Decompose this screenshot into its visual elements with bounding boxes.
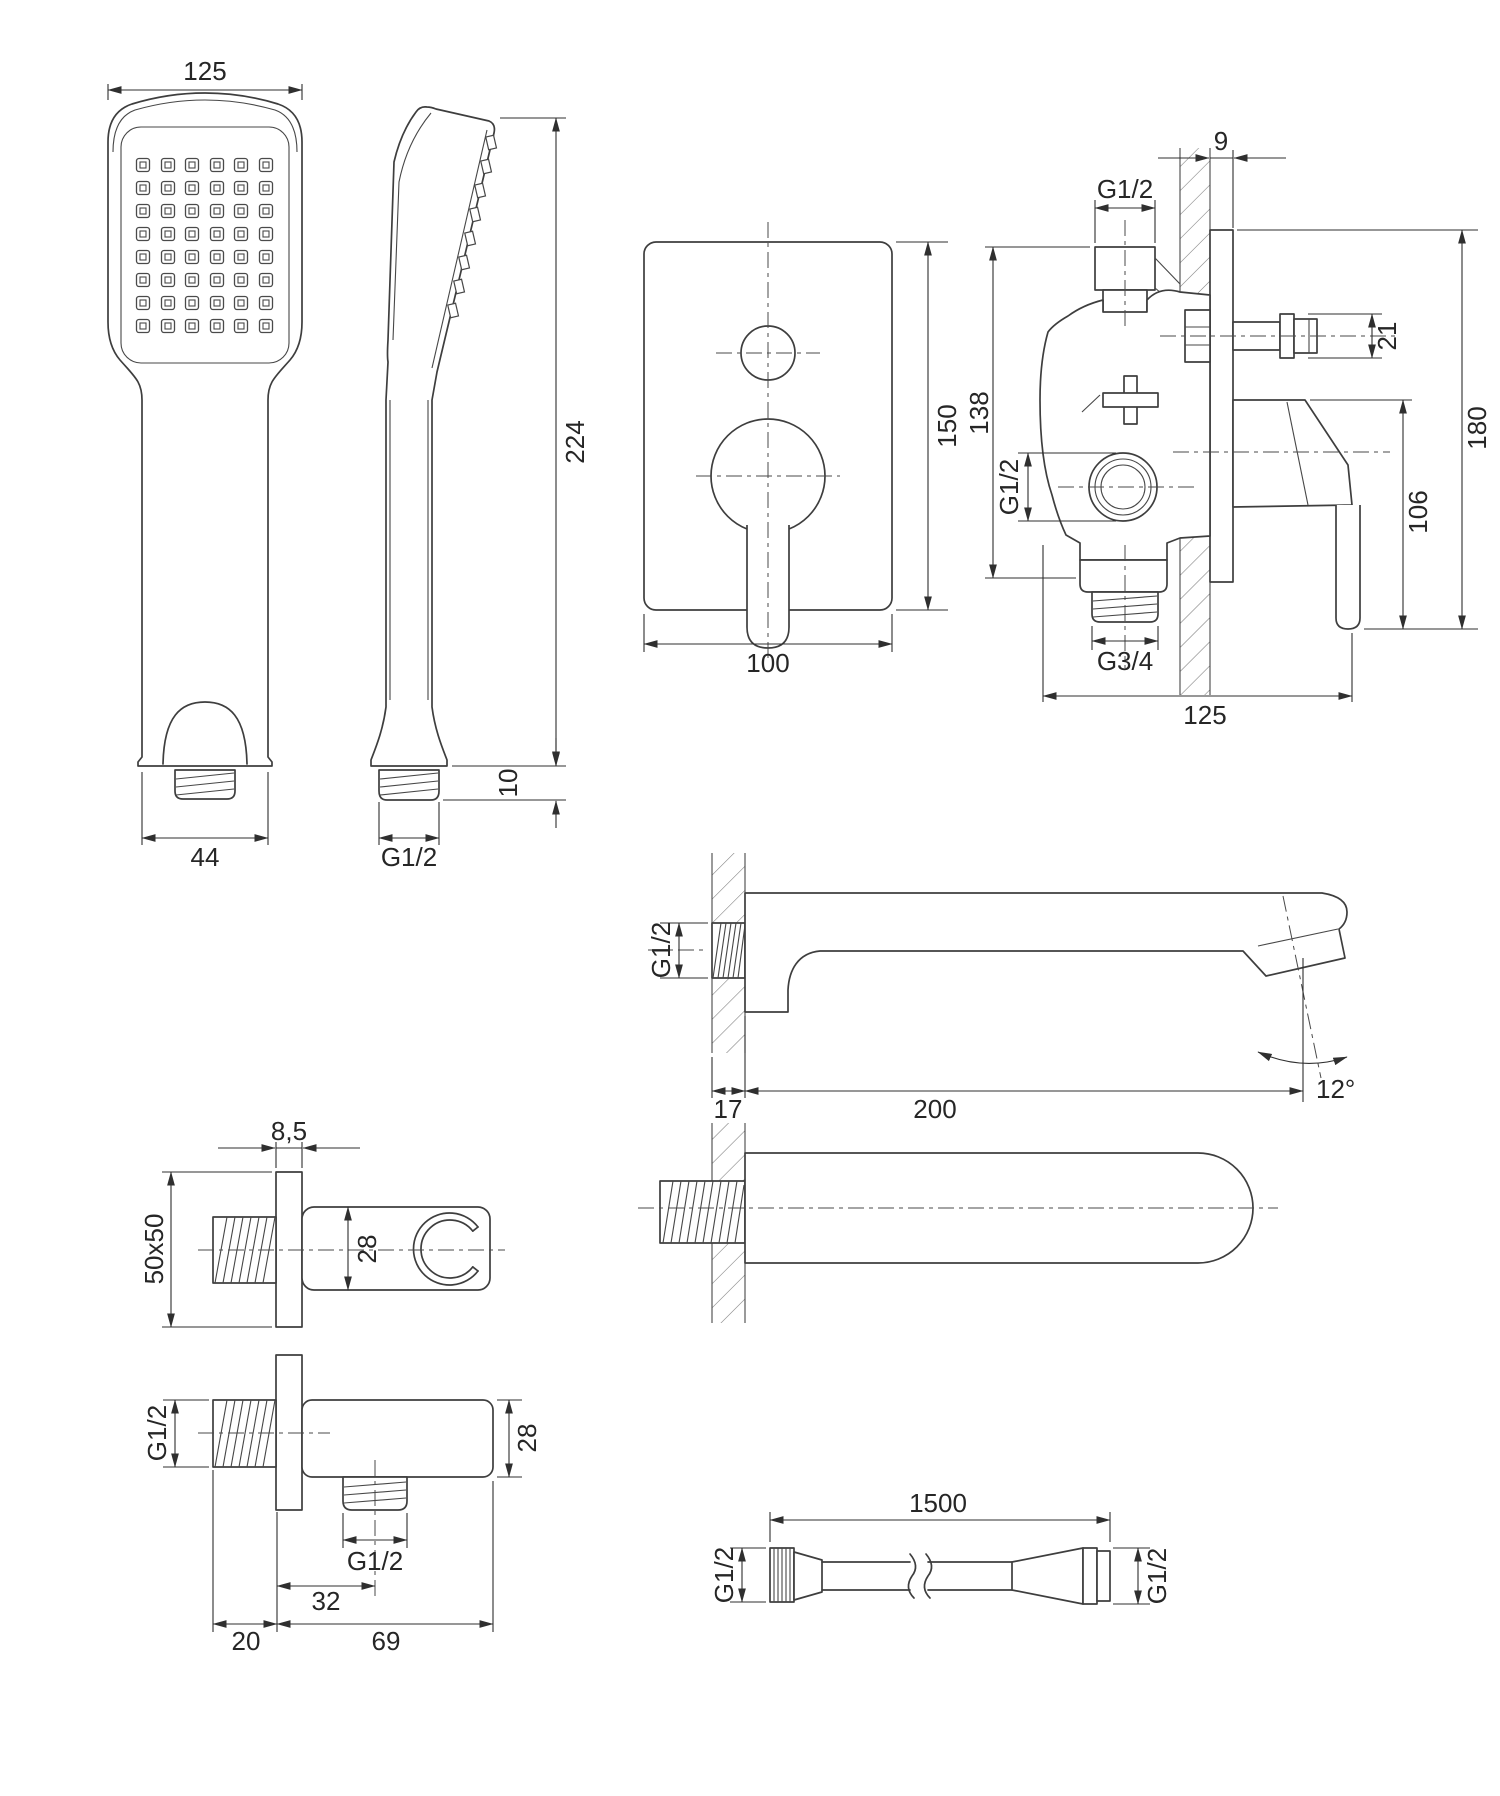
dim-spout-length: 200	[913, 1094, 956, 1124]
dim-body-height: 138	[964, 391, 994, 434]
hand-shower-side-outline	[370, 106, 496, 767]
mixer-front-view: 150 100	[643, 222, 962, 678]
dim-pin-diameter: 21	[1372, 322, 1402, 351]
spout-top-thread-hatch	[662, 1180, 745, 1244]
limit-stop-cross	[1081, 375, 1159, 425]
dim-elbow-body-length: 69	[372, 1626, 401, 1656]
thread-hatch	[175, 772, 235, 796]
dim-port-thread: G1/2	[994, 459, 1024, 515]
holder-body	[301, 1206, 491, 1291]
dim-elbow-height: 28	[512, 1424, 542, 1453]
hose-nut-knurl	[773, 1548, 791, 1602]
hose-tube	[821, 1553, 1013, 1599]
dim-inlet-thread: G1/2	[1097, 174, 1153, 204]
dim-plate-width: 100	[746, 648, 789, 678]
dim-hose-thread-right: G1/2	[1142, 1548, 1172, 1604]
thread-hatch-side	[379, 772, 439, 796]
outlet-axis	[1282, 895, 1322, 1079]
mixer-side-view: 9 G1/2 138 21 G1/2 G3/4 106 180 125	[964, 126, 1492, 730]
dim-outlet-thread: G3/4	[1097, 646, 1153, 676]
dim-total-height-mixer: 180	[1462, 406, 1492, 449]
spout-side-view: 12° G1/2 17 200	[646, 853, 1355, 1124]
dim-depth: 125	[1183, 700, 1226, 730]
side-nozzle-bumps	[447, 134, 498, 319]
hose-cone-right	[1011, 1547, 1084, 1605]
dim-outlet-angle: 12°	[1316, 1074, 1355, 1104]
hand-shower-head-outline	[107, 92, 303, 767]
hand-shower-side-view: G1/2 224 10	[370, 106, 590, 872]
dim-hose-length: 1500	[909, 1488, 967, 1518]
spray-face-panel	[120, 126, 290, 364]
elbow-body	[301, 1399, 494, 1478]
aerator-top-edge	[1257, 928, 1339, 947]
mixer-lever-side	[1335, 505, 1361, 630]
dim-spout-thread: G1/2	[646, 922, 676, 978]
escutcheon-plate-side	[1209, 229, 1234, 583]
dim-elbow-thread-length: 20	[232, 1626, 261, 1656]
dim-wall-thickness: 17	[714, 1094, 743, 1124]
dim-handle-width: 44	[191, 842, 220, 872]
handle-dome	[162, 701, 248, 765]
dim-holder-height: 28	[352, 1235, 382, 1264]
dim-elbow-inlet-thread: G1/2	[142, 1405, 172, 1461]
spout-top-view	[638, 1123, 1278, 1323]
dim-hand-thread: G1/2	[381, 842, 437, 872]
bottom-outlet	[1079, 559, 1168, 593]
dim-elbow-outlet-offset: 32	[312, 1586, 341, 1616]
spout-body	[744, 892, 1348, 1013]
dim-hose-thread-left: G1/2	[709, 1547, 739, 1603]
spout-top-thread	[659, 1180, 746, 1244]
dim-thread-height: 10	[493, 769, 523, 798]
shower-hose-view: 1500 G1/2 G1/2	[709, 1488, 1172, 1605]
dim-holder-plate-thickness: 8,5	[271, 1116, 307, 1146]
dim-plate-height: 150	[932, 404, 962, 447]
hand-shower-front-view: 125 44	[107, 56, 303, 872]
dim-total-height: 224	[560, 420, 590, 463]
handle-base-wedge	[1232, 399, 1353, 508]
dim-plate-thickness: 9	[1214, 126, 1228, 156]
thread-connector-side	[378, 769, 440, 801]
dim-holder-plate-size: 50x50	[139, 1214, 169, 1285]
spout-thread-hatch	[712, 922, 746, 979]
dim-head-width: 125	[183, 56, 226, 86]
mixer-body	[1039, 289, 1211, 561]
dim-elbow-outlet-thread: G1/2	[347, 1546, 403, 1576]
shower-holder-view: 8,5 50x50 28	[139, 1116, 505, 1328]
wall-elbow-view: G1/2 28 G1/2 32 20 69	[142, 1354, 542, 1656]
holder-clip	[412, 1212, 479, 1286]
dim-handle-length: 106	[1403, 490, 1433, 533]
